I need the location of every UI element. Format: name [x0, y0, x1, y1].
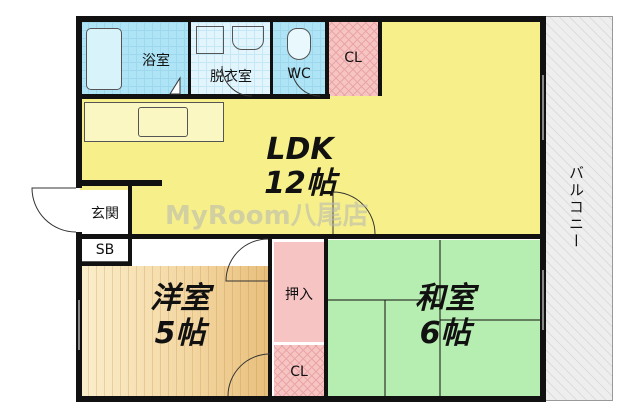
wash-basin [232, 26, 264, 50]
bath-label: 浴室 [142, 53, 170, 69]
wall-bottom [76, 396, 546, 402]
closet-top [328, 22, 378, 96]
bathtub [86, 28, 122, 90]
doors [31, 65, 376, 397]
wall-cl-ldk [378, 22, 382, 96]
closet-oshiire-label: 押入 [285, 287, 313, 303]
wc-label: WC [287, 66, 311, 82]
western-room-size: 5帖 [154, 316, 206, 351]
shoe-box-label: SB [95, 242, 115, 258]
washing-machine [196, 26, 224, 54]
wall-sb-bottom [80, 262, 130, 266]
closet-bottom [274, 345, 324, 398]
wall-wc-cl [325, 22, 329, 96]
balcony [545, 16, 613, 401]
ldk-size: 12帖 [264, 166, 336, 201]
closet-oshiire [274, 242, 324, 342]
wall-western-right [268, 234, 272, 402]
western-cl-door [227, 353, 271, 397]
ldk-name: LDK [266, 132, 334, 167]
wall-top [76, 16, 546, 22]
wall-entrance-top [80, 180, 162, 186]
wall-dressing-wc [270, 22, 273, 96]
wall-right [540, 16, 546, 402]
western-room-name: 洋室 [150, 281, 210, 316]
japanese-room [328, 240, 542, 398]
step-mark [169, 76, 181, 95]
kitchen-counter [84, 102, 224, 142]
toilet [287, 28, 311, 60]
dressing-door [221, 65, 253, 97]
wall-bath-dressing [188, 22, 191, 96]
closet-top-label: CL [344, 50, 362, 66]
western-door [225, 238, 269, 282]
wall-left-upper [76, 16, 82, 188]
japanese-room-name: 和室 [415, 281, 475, 316]
wc-door [291, 67, 321, 97]
wall-entrance-side [128, 186, 132, 266]
entrance [80, 190, 130, 235]
shoe-box [80, 238, 130, 262]
dressing-label: 脱衣室 [210, 69, 252, 85]
wall-japanese-left [324, 234, 328, 402]
japanese-room-size: 6帖 [419, 316, 471, 351]
entrance-label: 玄関 [91, 206, 119, 222]
closet-bottom-label: CL [290, 364, 308, 380]
wall-ldk-bottom [268, 234, 542, 239]
wall-wet-area [80, 94, 330, 99]
watermark: MyRoom八尾店 [165, 201, 369, 231]
western-room [80, 266, 270, 398]
windows [78, 75, 544, 350]
ldk-door [332, 191, 376, 235]
balcony-label: バルコニー [567, 165, 585, 250]
tatami-lines [328, 240, 542, 398]
wall-entrance-bottom [80, 234, 270, 239]
kitchen-sink [138, 107, 188, 137]
entrance-door [31, 187, 77, 233]
